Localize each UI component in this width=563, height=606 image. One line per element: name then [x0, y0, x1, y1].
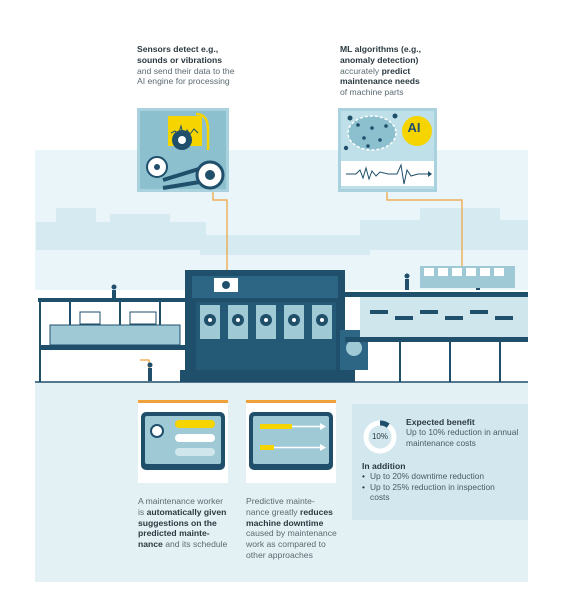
addition-block: In addition Up to 20% downtime reduction…: [362, 461, 526, 503]
cluster-blob: [347, 115, 397, 151]
left-conveyor: [38, 298, 188, 382]
benefit-line2: maintenance costs: [406, 437, 476, 448]
ai-head-icon: [402, 116, 432, 146]
addition-title: In addition: [362, 461, 406, 471]
accent-bar: [246, 400, 336, 403]
downtime-tablet-panel: [246, 403, 336, 483]
worker-tablet-panel: [138, 403, 228, 483]
building-silhouettes: [36, 208, 528, 255]
right-conveyor: [345, 266, 528, 382]
sensors-caption: Sensors detect e.g., sounds or vibration…: [137, 44, 235, 87]
ring-label: 10%: [371, 432, 388, 441]
accent-bar: [138, 400, 228, 403]
ml-panel: [338, 108, 437, 192]
worker-caption: A maintenance worker is automatically gi…: [138, 496, 228, 550]
benefit-title: Expected benefit: [406, 417, 475, 427]
list-item: Up to 20% downtime reduction: [362, 471, 526, 482]
savings-ring: [363, 420, 397, 454]
benefit-line1: Up to 10% reduction in annual: [406, 427, 519, 437]
ai-badge: AI: [407, 120, 421, 135]
printing-machine: [180, 270, 368, 382]
ml-caption: ML algorithms (e.g., anomaly detection) …: [340, 44, 422, 98]
downtime-caption: Predictive mainte- nance greatly reduces…: [246, 496, 337, 560]
sensor-panel: [137, 108, 229, 192]
expected-benefit: Expected benefit Up to 10% reduction in …: [406, 417, 526, 448]
